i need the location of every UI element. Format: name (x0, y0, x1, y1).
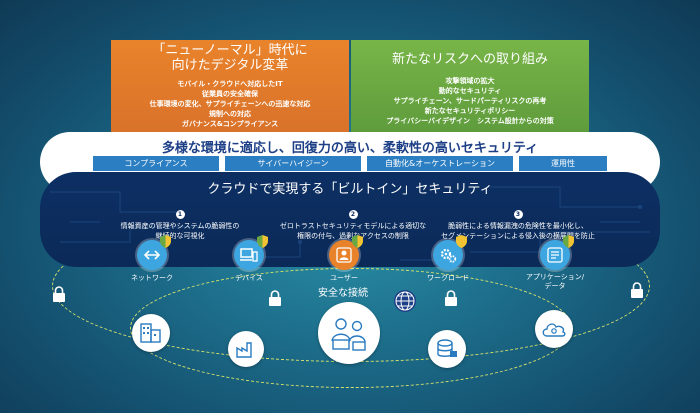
user-icon (336, 247, 352, 263)
server-circle (428, 330, 466, 368)
application-data-label: アプリケーション/ データ (520, 273, 590, 291)
device-label: デバイス (235, 274, 263, 282)
lock-icon (445, 290, 457, 306)
pillar-text-line2: 継続的な可視化 (155, 232, 205, 240)
users-circle (318, 302, 380, 364)
list-item: 規制への対応 (209, 110, 251, 118)
application-label-line2: データ (544, 282, 566, 290)
tag-compliance: コンプライアンス (93, 156, 219, 171)
list-item: ガバナンス&コンプライアンス (181, 120, 279, 128)
office-building-icon (140, 323, 161, 343)
cloud-circle (535, 310, 573, 348)
lock-icon (269, 290, 281, 306)
globe-icon (394, 290, 416, 312)
list-item: サプライチェーン、サードパーティリスクの再考 (393, 97, 547, 105)
user-label: ユーザー (330, 274, 358, 282)
factory-circle (228, 331, 264, 367)
new-normal-title-line2: 向けたデジタル変革 (171, 58, 289, 73)
gears-icon (440, 248, 457, 263)
pillar-3: 3 脆弱性による情報漏洩の危険性を最小化し、 セグメンテーションによる侵入後の横… (418, 209, 618, 241)
workload-label: ワークロード (427, 274, 469, 282)
pillar-text-line1: ゼロトラストセキュリティモデルによる適切な (279, 222, 427, 230)
shield-icon (352, 235, 363, 248)
list-item: モバイル・クラウドへ対応したIT (177, 80, 283, 88)
factory-icon (236, 342, 252, 358)
secure-connection-label: 安全な接続 (318, 288, 368, 299)
new-risk-list: 攻撃領域の拡大 動的なセキュリティ サプライチェーン、サードパーティリスクの再考… (351, 76, 589, 126)
pillar-text-line2: セグメンテーションによる侵入後の横展開を防止 (441, 232, 595, 240)
pillar-number: 3 (513, 210, 523, 219)
new-normal-box: 「ニューノーマル」時代に 向けたデジタル変革 モバイル・クラウドへ対応したIT … (111, 40, 349, 132)
remote-workers-icon (331, 318, 366, 351)
new-normal-title-line1: 「ニューノーマル」時代に (152, 43, 308, 58)
pillar-1: 1 情報資産の管理やシステムの脆弱性の 継続的な可視化 (100, 209, 260, 241)
circuit-pattern (50, 186, 650, 261)
list-item: 攻撃領域の拡大 (445, 77, 495, 85)
pillar-text-line2: 権限の付与、過剰なアクセスの制限 (297, 232, 409, 240)
lock-icon (53, 286, 65, 302)
resilience-headline: 多様な環境に適応し、回復力の高い、柔軟性の高いセキュリティ (161, 141, 539, 156)
list-item: 新たなセキュリティポリシー (424, 107, 516, 115)
tag-operability: 運用性 (519, 156, 607, 171)
user-node (329, 240, 359, 270)
new-normal-list: モバイル・クラウドへ対応したIT 従業員の安全確保 仕事環境の変化、サプライチェ… (111, 79, 349, 129)
tag-automation: 自動化&オーケストレーション (367, 156, 513, 171)
network-label: ネットワーク (131, 274, 173, 282)
pillar-text-line1: 情報資産の管理やシステムの脆弱性の (120, 222, 240, 230)
shield-icon (257, 235, 268, 248)
device-icon (240, 248, 258, 262)
database-icon (437, 339, 457, 357)
pillar-number: 2 (348, 210, 358, 219)
app-data-icon (547, 247, 563, 263)
list-item: 仕事環境の変化、サプライチェーンへの迅速な対応 (149, 100, 311, 108)
list-item: 動的なセキュリティ (438, 87, 502, 95)
new-risk-box: 新たなリスクへの取り組み 攻撃領域の拡大 動的なセキュリティ サプライチェーン、… (351, 40, 589, 132)
network-icon (143, 250, 161, 260)
application-label-line1: アプリケーション/ (525, 273, 585, 281)
pillar-2: 2 ゼロトラストセキュリティモデルによる適切な 権限の付与、過剰なアクセスの制限 (268, 209, 438, 241)
pillar-number: 1 (175, 210, 185, 219)
cloud-icon (542, 323, 566, 337)
tag-cyber-hygiene: サイバーハイジーン (225, 156, 361, 171)
list-item: プライバシーバイデザイン システム設計からの対策 (386, 117, 554, 125)
shield-icon (456, 235, 467, 248)
pillar-text-line1: 脆弱性による情報漏洩の危険性を最小化し、 (448, 222, 588, 230)
new-risk-title: 新たなリスクへの取り組み (391, 52, 548, 67)
lock-icon (631, 282, 643, 298)
shield-icon (563, 235, 574, 248)
tag-row: コンプライアンス サイバーハイジーン 自動化&オーケストレーション 運用性 (40, 156, 660, 171)
list-item: 従業員の安全確保 (202, 90, 258, 98)
builtin-security-title: クラウドで実現する「ビルトイン」セキュリティ (207, 182, 493, 197)
office-circle (132, 314, 170, 352)
shield-icon (160, 235, 171, 248)
